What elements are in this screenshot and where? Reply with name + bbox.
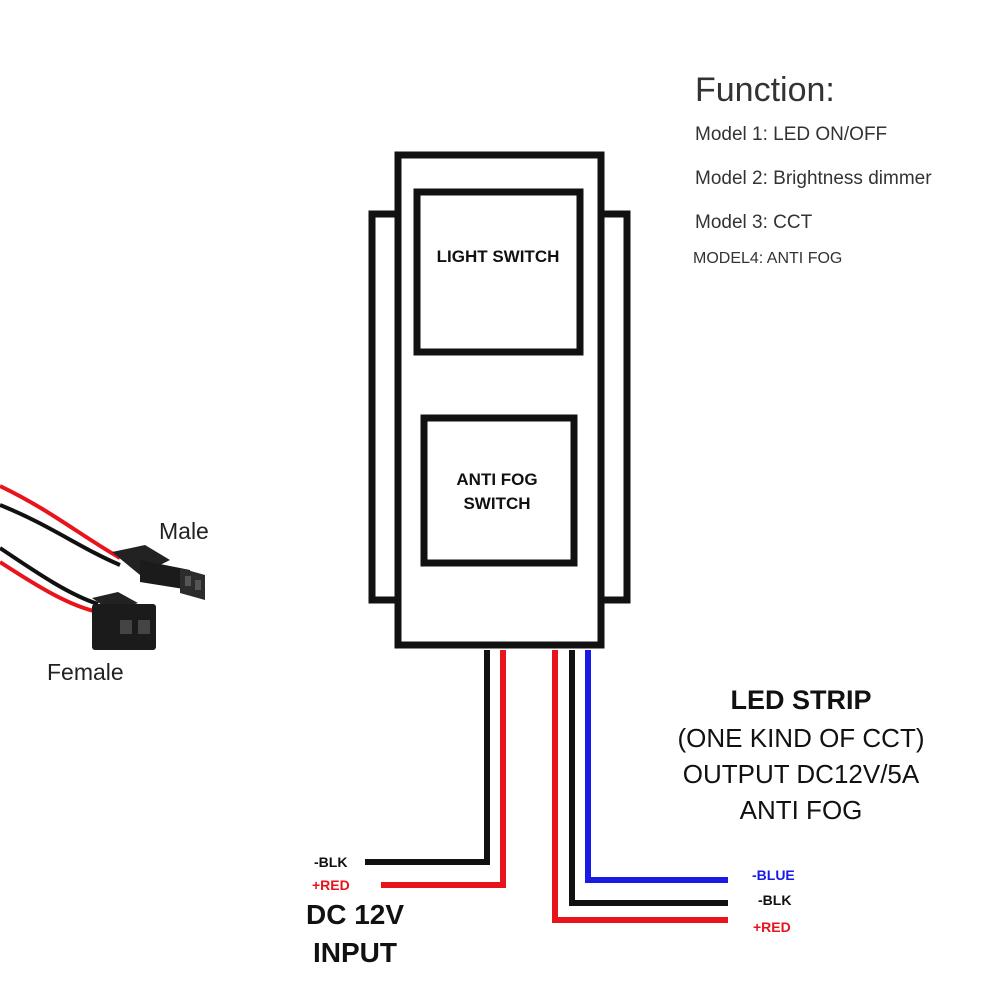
switch-panel-body [394,151,605,649]
input-wire-black [365,650,490,865]
input-red-label: +RED [312,877,350,893]
output-wires [552,650,728,923]
led-strip-line3: OUTPUT DC12V/5A [683,759,920,789]
led-strip-description: LED STRIP (ONE KIND OF CCT) OUTPUT DC12V… [678,685,925,825]
anti-fog-label-line1: ANTI FOG [456,470,537,489]
anti-fog-label-line2: SWITCH [463,494,530,513]
female-connector [92,592,156,650]
output-wire-red [552,650,728,923]
male-wire-red [0,484,121,560]
input-wire-red [381,650,506,888]
output-blue-label: -BLUE [752,867,795,883]
female-wire-red [0,560,99,614]
switch-panel-right-rail [597,210,631,604]
anti-fog-switch-button [420,414,578,567]
male-label: Male [159,518,209,544]
male-wire-black [0,503,121,567]
anti-fog-switch: ANTI FOG SWITCH [420,414,578,567]
female-label: Female [47,659,124,685]
function-title: Function: [695,71,835,109]
light-switch-button [413,188,584,356]
light-switch-label: LIGHT SWITCH [437,247,560,266]
dc-input-title-line2: INPUT [313,937,397,968]
function-model-2: Model 2: Brightness dimmer [695,168,932,189]
switch-panel [368,151,631,649]
switch-panel-left-rail [368,210,402,604]
output-wire-blue [585,650,728,883]
function-model-3: Model 3: CCT [695,212,813,233]
function-model-4: MODEL4: ANTI FOG [693,250,842,267]
function-panel: Function: Model 1: LED ON/OFF Model 2: B… [693,71,932,267]
function-model-1: Model 1: LED ON/OFF [695,124,887,145]
output-black-label: -BLK [758,892,791,908]
input-wires [365,650,506,888]
male-connector [112,545,205,600]
led-strip-title: LED STRIP [730,685,871,715]
input-black-label: -BLK [314,854,347,870]
dc-input-title-line1: DC 12V [306,899,404,930]
led-strip-line4: ANTI FOG [740,795,863,825]
light-switch: LIGHT SWITCH [413,188,584,356]
female-wire-black [0,546,99,606]
led-strip-line2: (ONE KIND OF CCT) [678,723,925,753]
connector-photo: Male Female [0,468,250,718]
output-red-label: +RED [753,919,791,935]
output-wire-black [569,650,728,906]
